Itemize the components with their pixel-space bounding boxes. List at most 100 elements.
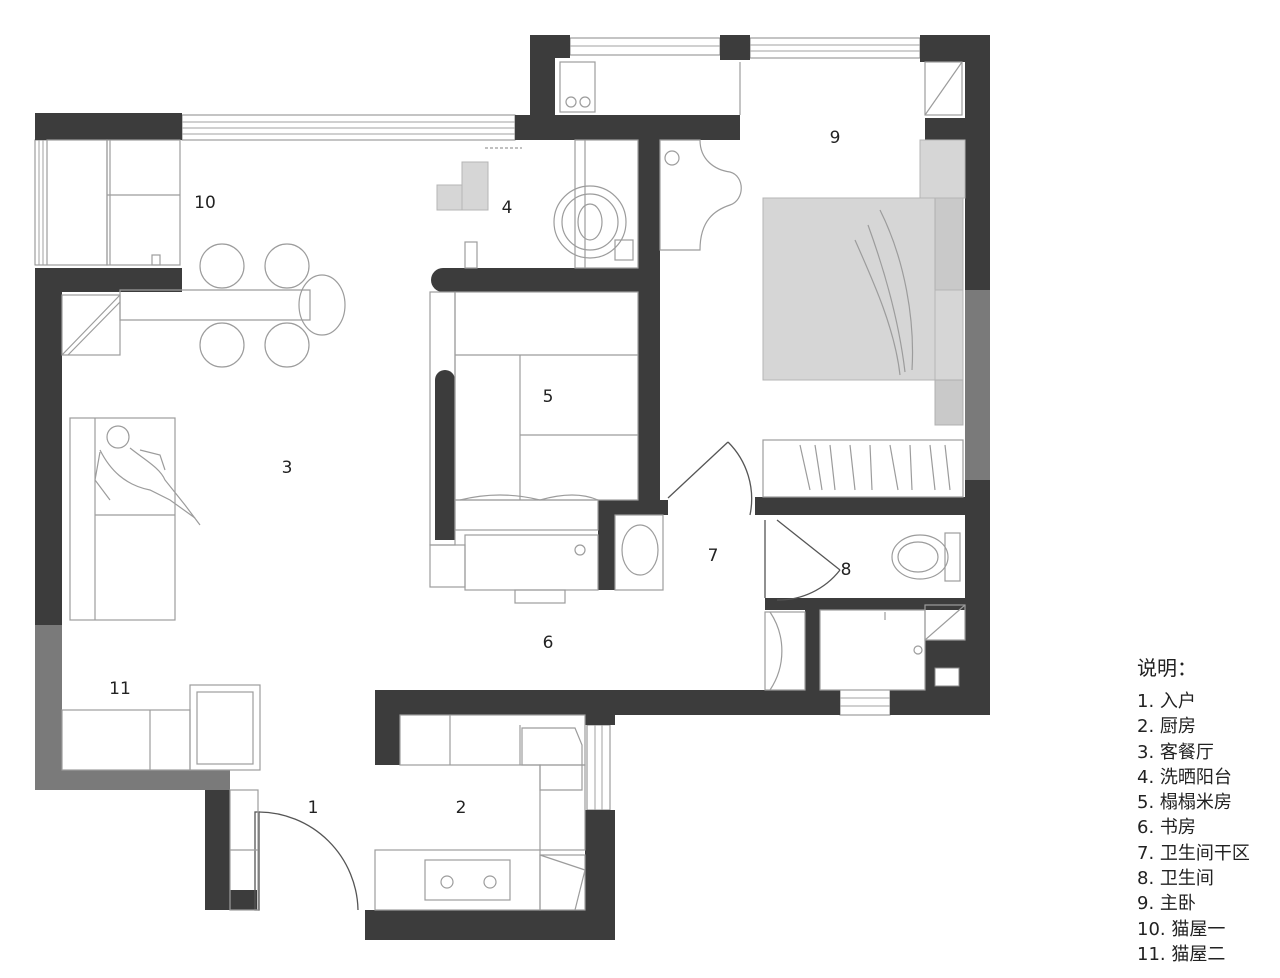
- entry-cabinet: [229, 789, 259, 911]
- room-label-11: 11: [109, 679, 131, 699]
- legend-item: 9. 主卧: [1137, 893, 1196, 915]
- bed: [762, 197, 936, 381]
- wall: [365, 910, 615, 940]
- dining-chairs: [199, 243, 310, 368]
- wall: [35, 268, 182, 292]
- legend-item: 11. 猫屋二: [1137, 943, 1226, 965]
- balcony-sink: [559, 61, 741, 115]
- balcony-cabinet: [574, 139, 639, 269]
- dining-chair: [264, 243, 310, 289]
- room-label-8: 8: [841, 560, 852, 580]
- room-label-3: 3: [282, 458, 293, 478]
- wall: [920, 35, 990, 62]
- wall: [965, 480, 990, 715]
- legend-item: 6. 书房: [1137, 817, 1196, 839]
- refrigerator: [539, 854, 586, 911]
- legend-item: 7. 卫生间干区: [1137, 842, 1250, 864]
- desk-chair: [514, 589, 566, 604]
- wall: [638, 115, 660, 500]
- mop-stand: [464, 241, 478, 269]
- wall: [375, 715, 400, 765]
- toilet: [891, 532, 961, 582]
- cat-house-10: [46, 139, 181, 266]
- legend-item: 2. 厨房: [1137, 716, 1196, 738]
- dining-table: [119, 274, 346, 336]
- wall: [765, 598, 965, 610]
- wall: [585, 715, 615, 725]
- wall: [205, 890, 257, 910]
- wall: [755, 497, 965, 515]
- kitchen-sink: [424, 859, 511, 901]
- legend-item: 1. 入户: [1137, 691, 1196, 712]
- wall-light: [965, 290, 990, 480]
- washbasin: [614, 514, 664, 591]
- storage-box: [461, 161, 489, 211]
- bedside-tables: [934, 197, 964, 426]
- dining-chair: [264, 322, 310, 368]
- shower-door: [764, 611, 806, 691]
- sofa: [69, 417, 176, 621]
- room-labels: 1 2 3 4 5 6 7 8 9 10 11: [109, 128, 851, 818]
- windows: [34, 37, 921, 811]
- shower-area: [819, 604, 966, 691]
- room-label-5: 5: [543, 387, 554, 407]
- room-label-6: 6: [543, 633, 554, 653]
- washing-machine: [553, 185, 627, 259]
- room-label-7: 7: [708, 546, 719, 566]
- room-label-10: 10: [194, 193, 216, 213]
- wall: [598, 500, 668, 515]
- tatami-platform: [429, 291, 639, 546]
- legend-item: 10. 猫屋一: [1137, 918, 1226, 940]
- legend-item: 8. 卫生间: [1137, 868, 1214, 890]
- person-figure: [94, 425, 201, 526]
- wall: [965, 62, 990, 290]
- wardrobe: [762, 439, 964, 498]
- window-bathroom-bottom: [839, 689, 891, 716]
- room-label-4: 4: [502, 198, 513, 218]
- room-label-9: 9: [830, 128, 841, 148]
- wall: [720, 35, 750, 60]
- window-left-cat-house: [34, 139, 48, 266]
- wall: [431, 268, 660, 292]
- wall: [515, 115, 740, 140]
- walls: [35, 35, 990, 940]
- window-balcony-top: [569, 37, 721, 56]
- cat-house-11: [61, 684, 261, 771]
- wall: [890, 690, 990, 715]
- sliding-partition: [435, 370, 455, 540]
- bedroom-wardrobe-upper: [919, 61, 966, 199]
- wall: [530, 35, 570, 58]
- wall: [925, 118, 990, 140]
- doors: [254, 441, 841, 911]
- legend-title: 说明：: [1137, 656, 1197, 680]
- legend-item: 5. 榻榻米房: [1137, 792, 1232, 814]
- window-bedroom-top: [749, 37, 921, 59]
- window-kitchen: [586, 724, 611, 811]
- dining-chair: [199, 322, 245, 368]
- wall-light: [35, 625, 62, 790]
- legend: 说明： 1. 入户 2. 厨房 3. 客餐厅 4. 洗晒阳台 5. 榻榻米房 6…: [1137, 655, 1250, 967]
- legend-item: 4. 洗晒阳台: [1137, 766, 1232, 788]
- wall: [35, 268, 62, 625]
- cabinet: [61, 294, 121, 356]
- room-label-1: 1: [308, 798, 319, 818]
- storage-box: [436, 184, 463, 211]
- balcony-items: [436, 147, 522, 269]
- wall: [205, 780, 230, 910]
- room-label-2: 2: [456, 798, 467, 818]
- wall: [375, 690, 840, 715]
- bathroom-door: [764, 519, 841, 601]
- dining-chair: [199, 243, 245, 289]
- bedroom-desk: [659, 139, 742, 251]
- cooktop: [521, 727, 583, 791]
- entry-door: [254, 811, 359, 911]
- wall: [598, 500, 615, 590]
- wall: [35, 113, 182, 140]
- kitchen-counter: [374, 714, 586, 911]
- bathroom-dry-door: [667, 441, 753, 516]
- legend-item: 3. 客餐厅: [1137, 741, 1214, 763]
- wall-light: [35, 770, 230, 790]
- window-top-living: [181, 114, 516, 141]
- wall: [805, 610, 820, 690]
